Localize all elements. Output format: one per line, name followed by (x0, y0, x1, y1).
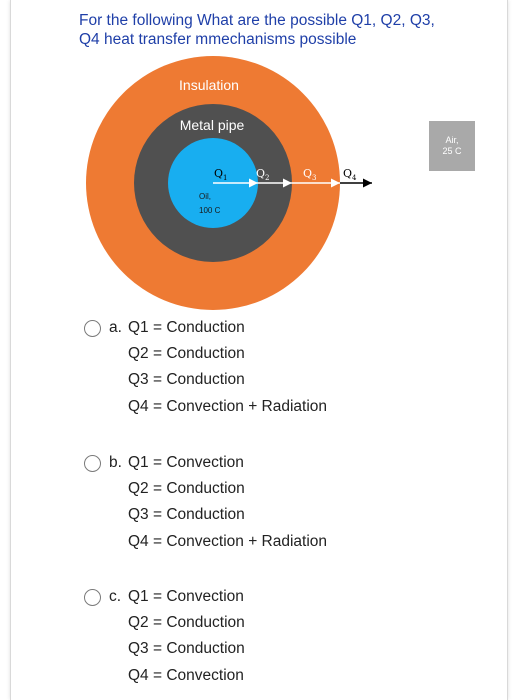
metal-pipe-label: Metal pipe (180, 117, 245, 133)
option-a-line-2: Q2 = Conduction (128, 345, 245, 362)
oil-label-line-2: 100 C (199, 206, 221, 215)
option-a-letter: a. (109, 319, 122, 336)
q2-label: Q2 (256, 167, 270, 182)
option-c-radio[interactable] (84, 589, 101, 606)
air-label-line-1: Air, (445, 135, 459, 145)
option-a-line-1: Q1 = Conduction (128, 319, 245, 336)
option-b-line-1: Q1 = Convection (128, 454, 244, 471)
option-b-radio[interactable] (84, 455, 101, 472)
insulation-label: Insulation (179, 77, 239, 93)
option-c-letter: c. (109, 588, 122, 605)
q3-label: Q3 (303, 167, 317, 182)
option-c-line-2: Q2 = Conduction (128, 614, 245, 631)
question-line-1: For the following What are the possible … (79, 12, 435, 29)
option-b-line-4: Q4 = Convection + Radiation (128, 533, 328, 550)
option-b-line-2: Q2 = Conduction (128, 480, 245, 497)
question-text: For the following What are the possible … (79, 11, 499, 49)
option-a-radio[interactable] (84, 320, 101, 337)
question-line-2: Q4 heat transfer mmechanisms possible (79, 31, 357, 48)
option-a-line-3: Q3 = Conduction (128, 371, 245, 388)
option-c-line-4: Q4 = Convection (128, 667, 244, 684)
air-label-line-2: 25 C (442, 146, 462, 156)
option-b-letter: b. (109, 454, 122, 471)
pipe-diagram: Insulation Metal pipe Oil, 100 C Q1 Q2 Q… (86, 56, 372, 310)
q1-label: Q1 (214, 167, 228, 182)
option-c-line-3: Q3 = Conduction (128, 640, 245, 657)
q4-label: Q4 (343, 167, 357, 182)
air-label-box: Air, 25 C (429, 121, 475, 171)
option-c-line-1: Q1 = Convection (128, 588, 244, 605)
option-b-line-3: Q3 = Conduction (128, 506, 245, 523)
oil-label-line-1: Oil, (199, 192, 211, 201)
option-a-line-4: Q4 = Convection + Radiation (128, 398, 328, 415)
